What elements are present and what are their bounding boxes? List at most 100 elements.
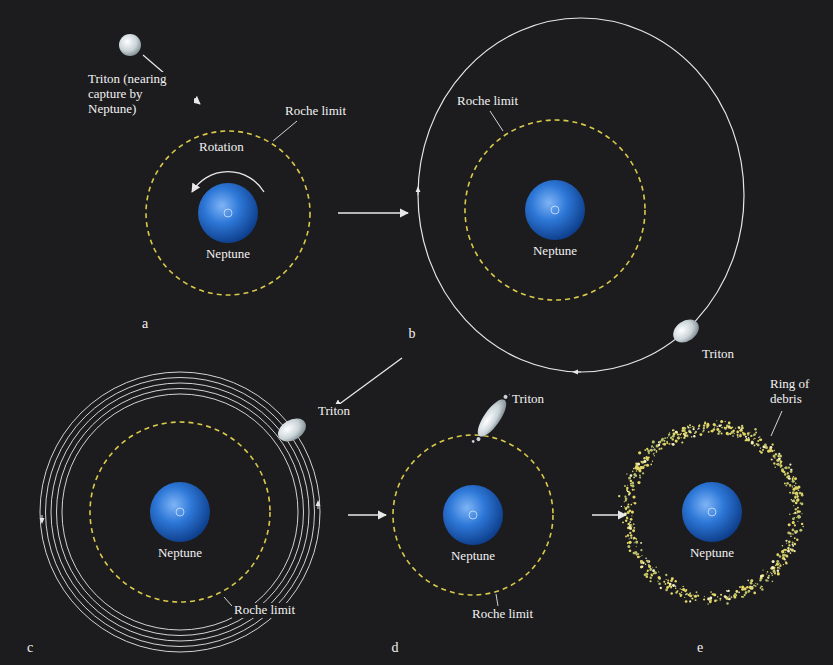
debris-particle (736, 591, 737, 592)
leader-line (490, 111, 503, 131)
debris-particle (656, 450, 657, 451)
debris-particle (644, 573, 647, 576)
sequence-arrow (592, 514, 626, 515)
debris-particle (654, 449, 655, 450)
debris-particle (783, 554, 786, 557)
debris-particle (720, 420, 723, 423)
debris-particle (634, 502, 636, 504)
debris-particle (713, 423, 716, 426)
debris-particle (785, 561, 787, 563)
debris-particle (784, 483, 786, 485)
debris-particle (628, 541, 631, 544)
debris-particle (760, 447, 761, 448)
debris-particle (632, 495, 635, 498)
debris-particle (675, 431, 678, 434)
debris-particle (792, 479, 794, 481)
debris-particle (641, 555, 642, 556)
debris-particle (660, 587, 662, 589)
debris-particle (635, 465, 638, 468)
debris-particle (649, 577, 651, 579)
debris-particle (785, 485, 787, 487)
debris-particle (704, 422, 706, 424)
debris-particle (640, 566, 643, 569)
debris-particle (764, 443, 767, 446)
debris-particle (720, 594, 722, 596)
rotation-label: Rotation (197, 140, 246, 155)
debris-particle (726, 597, 729, 600)
debris-particle (787, 475, 790, 478)
debris-particle (690, 427, 691, 428)
debris-particle (790, 469, 792, 471)
debris-particle (703, 427, 705, 429)
debris-particle (795, 502, 798, 505)
debris-particle (714, 594, 717, 597)
debris-particle (771, 566, 774, 569)
debris-particle (625, 519, 628, 522)
debris-particle (757, 443, 758, 444)
debris-particle (652, 567, 653, 568)
debris-particle (780, 460, 783, 463)
debris-particle (624, 506, 625, 507)
debris-particle (774, 450, 776, 452)
debris-particle (691, 597, 693, 599)
debris-particle (627, 491, 629, 493)
debris-particle (650, 574, 652, 576)
debris-particle (802, 526, 804, 528)
planet-highlight (708, 508, 716, 516)
debris-particle (794, 524, 796, 526)
debris-particle (717, 433, 719, 435)
debris-particle (656, 451, 658, 453)
debris-particle (728, 422, 731, 425)
debris-particle (787, 548, 789, 550)
debris-particle (630, 518, 633, 521)
debris-particle (688, 594, 690, 596)
debris-particle (668, 435, 669, 436)
panel-e (618, 411, 804, 605)
debris-particle (789, 486, 790, 487)
debris-particle (735, 428, 736, 429)
debris-particle (627, 534, 629, 536)
debris-particle (793, 513, 794, 514)
debris-particle (777, 572, 780, 575)
debris-particle (789, 492, 791, 494)
roche-limit-label: Roche limit (283, 104, 348, 119)
debris-particle (698, 425, 700, 427)
debris-particle (738, 427, 740, 429)
debris-particle (664, 437, 666, 439)
debris-particle (732, 435, 733, 436)
debris-particle (794, 531, 795, 532)
debris-particle (709, 601, 712, 604)
debris-particle (657, 581, 658, 582)
debris-particle (760, 575, 763, 578)
debris-particle (633, 468, 634, 469)
debris-particle (695, 599, 697, 601)
debris-particle (729, 433, 731, 435)
debris-particle (632, 529, 635, 532)
debris-particle (663, 581, 665, 583)
debris-particle (795, 486, 798, 489)
debris-particle (654, 573, 655, 574)
debris-particle (771, 459, 773, 461)
debris-particle (767, 571, 769, 573)
debris-particle (788, 544, 790, 546)
debris-particle (785, 473, 786, 474)
debris-particle (717, 426, 718, 427)
debris-particle (658, 582, 661, 585)
debris-particle (685, 600, 688, 603)
debris-particle (771, 459, 772, 460)
debris-particle (782, 557, 785, 560)
debris-particle (679, 434, 681, 436)
debris-particle (650, 580, 652, 582)
debris-particle (794, 513, 796, 515)
debris-particle (625, 536, 627, 538)
debris-particle (652, 461, 653, 462)
debris-particle (798, 490, 800, 492)
debris-particle (758, 437, 759, 438)
debris-particle (709, 597, 712, 600)
debris-particle (741, 427, 743, 429)
planet-highlight (469, 511, 477, 519)
debris-particle (792, 542, 794, 544)
debris-particle (789, 484, 791, 486)
debris-particle (621, 506, 622, 507)
debris-particle (780, 460, 781, 461)
